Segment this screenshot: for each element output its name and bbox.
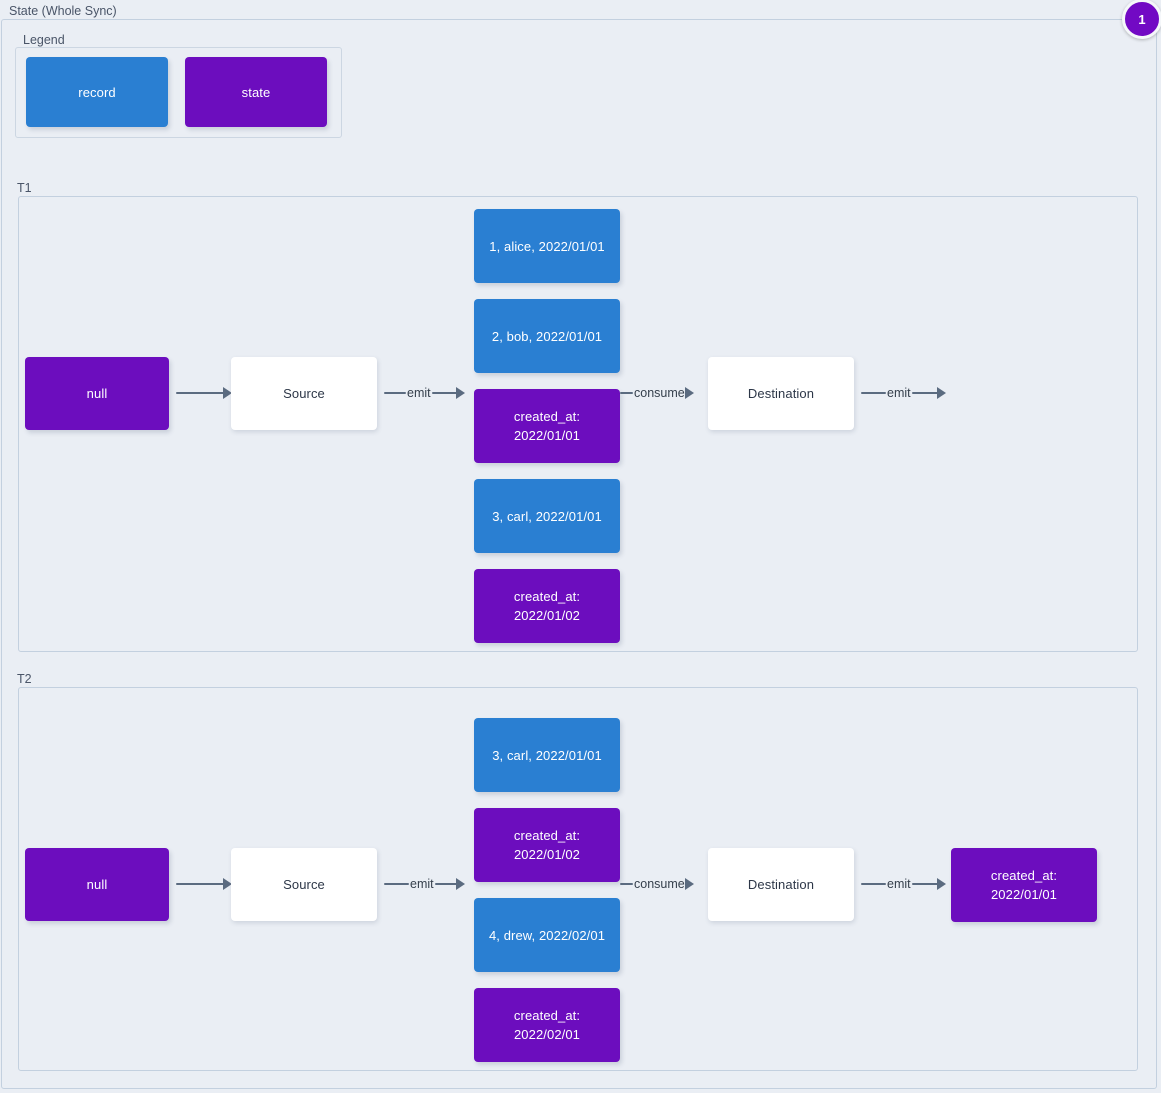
t1-stack-item-4[interactable]: created_at: 2022/01/02 — [474, 569, 620, 643]
t1-stack-item-0[interactable]: 1, alice, 2022/01/01 — [474, 209, 620, 283]
group-title-t1: T1 — [17, 181, 32, 195]
t2-edge-destination-emit: emit — [861, 875, 946, 893]
t2-edge-label-emit-source: emit — [410, 877, 434, 891]
t2-initial-state-node[interactable]: null — [25, 848, 169, 921]
legend-title: Legend — [23, 33, 65, 47]
t1-edge-label-consume: consume — [634, 386, 685, 400]
t2-edge-state-to-source — [176, 875, 232, 893]
t2-stack-item-3[interactable]: created_at: 2022/02/01 — [474, 988, 620, 1062]
t2-final-state-node[interactable]: created_at: 2022/01/01 — [951, 848, 1097, 922]
legend-swatch-state[interactable]: state — [185, 57, 327, 127]
t2-edge-label-emit-destination: emit — [887, 877, 911, 891]
diagram-title: State (Whole Sync) — [9, 4, 117, 18]
t2-stack-item-0[interactable]: 3, carl, 2022/01/01 — [474, 718, 620, 792]
t2-edge-source-emit: emit — [384, 875, 465, 893]
t2-edge-consume: consume — [620, 875, 694, 893]
t2-edge-label-consume: consume — [634, 877, 685, 891]
t1-edge-source-emit: emit — [384, 384, 465, 402]
group-title-t2: T2 — [17, 672, 32, 686]
notification-badge[interactable]: 1 — [1122, 0, 1161, 39]
legend-items: record state — [26, 57, 327, 127]
t1-stack-item-3[interactable]: 3, carl, 2022/01/01 — [474, 479, 620, 553]
t1-initial-state-node[interactable]: null — [25, 357, 169, 430]
legend-swatch-record[interactable]: record — [26, 57, 168, 127]
t2-source-node[interactable]: Source — [231, 848, 377, 921]
t1-stack-item-1[interactable]: 2, bob, 2022/01/01 — [474, 299, 620, 373]
t1-destination-node[interactable]: Destination — [708, 357, 854, 430]
t1-edge-label-emit-source: emit — [407, 386, 431, 400]
t2-destination-node[interactable]: Destination — [708, 848, 854, 921]
t2-stack-item-1[interactable]: created_at: 2022/01/02 — [474, 808, 620, 882]
t1-edge-label-emit-destination: emit — [887, 386, 911, 400]
t1-source-node[interactable]: Source — [231, 357, 377, 430]
t1-edge-consume: consume — [620, 384, 694, 402]
t1-edge-state-to-source — [176, 384, 232, 402]
t1-edge-destination-emit: emit — [861, 384, 946, 402]
t2-stack-item-2[interactable]: 4, drew, 2022/02/01 — [474, 898, 620, 972]
t1-stack-item-2[interactable]: created_at: 2022/01/01 — [474, 389, 620, 463]
